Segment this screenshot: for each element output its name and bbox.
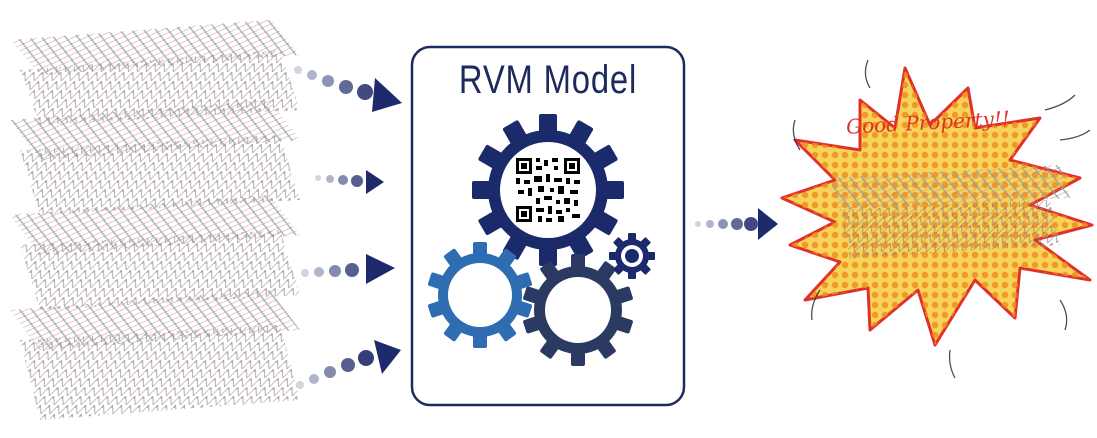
molecular-layer	[10, 100, 300, 215]
molecular-structure-icon	[830, 165, 1070, 258]
input-arrow-4	[296, 340, 401, 389]
input-arrow-2	[315, 170, 384, 194]
input-arrow-3	[301, 254, 395, 284]
qr-code-icon	[514, 156, 582, 224]
output-arrow	[695, 208, 778, 240]
arrow-icon	[374, 340, 401, 374]
molecular-layer-stack	[10, 20, 300, 420]
gear-icon	[609, 233, 655, 279]
molecular-layer	[10, 290, 300, 420]
arrow-icon	[372, 78, 402, 112]
arrow-icon	[758, 208, 778, 240]
arrow-icon	[366, 254, 395, 284]
model-title: RVM Model	[458, 58, 638, 102]
gear-icon	[522, 254, 634, 366]
arrow-icon	[366, 170, 384, 194]
input-arrow-1	[294, 66, 402, 112]
molecular-layer	[10, 195, 300, 310]
gear-icon	[427, 242, 533, 348]
